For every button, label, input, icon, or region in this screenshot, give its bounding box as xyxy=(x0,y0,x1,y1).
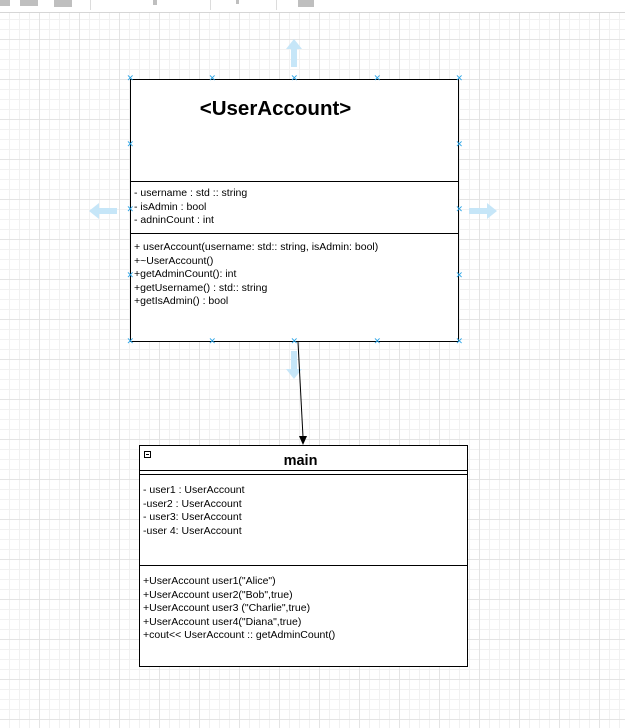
add-icon[interactable] xyxy=(236,0,239,4)
attribute: - user3: UserAccount xyxy=(143,511,242,523)
compartment-divider xyxy=(131,233,458,234)
resize-handle-right[interactable]: ✕ xyxy=(455,270,464,281)
connect-arrow-right-icon[interactable] xyxy=(468,202,498,220)
attribute: -user 4: UserAccount xyxy=(143,525,242,537)
format-icon[interactable] xyxy=(0,0,10,6)
resize-handle-bottom-center[interactable]: ✕ xyxy=(290,336,299,347)
resize-handle-top-center[interactable]: ✕ xyxy=(290,73,299,84)
compartment-divider xyxy=(140,470,467,471)
resize-handle-left[interactable]: ✕ xyxy=(126,270,135,281)
resize-handle-right-middle[interactable]: ✕ xyxy=(455,204,464,215)
resize-handle-left-middle[interactable]: ✕ xyxy=(126,204,135,215)
toolbar-separator xyxy=(90,0,91,10)
operation: +getIsAdmin() : bool xyxy=(134,295,229,307)
operation: +~UserAccount() xyxy=(134,255,214,267)
operation: + userAccount(username: std:: string, is… xyxy=(134,241,379,253)
resize-handle-bottom[interactable]: ✕ xyxy=(373,336,382,347)
resize-handle-bottom-left[interactable]: ✕ xyxy=(126,336,135,347)
attribute: - adninCount : int xyxy=(134,214,214,226)
resize-handle-bottom[interactable]: ✕ xyxy=(208,336,217,347)
resize-handle-top[interactable]: ✕ xyxy=(208,73,217,84)
operation: +cout<< UserAccount :: getAdminCount() xyxy=(143,629,336,641)
main-class[interactable]: main - user1 : UserAccount -user2 : User… xyxy=(139,445,468,667)
operation: +UserAccount user1("Alice") xyxy=(143,575,276,587)
toolbar-separator xyxy=(210,0,211,10)
line-icon[interactable] xyxy=(54,0,72,7)
waypoint-icon[interactable] xyxy=(153,0,157,5)
class-title: <UserAccount> xyxy=(199,97,352,120)
resize-handle-top-left[interactable]: ✕ xyxy=(126,73,135,84)
attribute: - user1 : UserAccount xyxy=(143,484,245,496)
operation: +UserAccount user4("Diana",true) xyxy=(143,616,302,628)
class-title: main xyxy=(283,453,318,469)
connect-arrow-left-icon[interactable] xyxy=(88,202,118,220)
operation: +getAdminCount(): int xyxy=(134,268,237,280)
operation: +getUsername() : std:: string xyxy=(134,282,268,294)
user-account-class[interactable]: <UserAccount> - username : std :: string… xyxy=(130,79,459,342)
operation: +UserAccount user2("Bob",true) xyxy=(143,589,293,601)
resize-handle-bottom-right[interactable]: ✕ xyxy=(455,336,464,347)
compartment-divider xyxy=(131,181,458,182)
fill-icon[interactable] xyxy=(20,0,38,6)
collapse-toggle-icon[interactable] xyxy=(144,451,151,458)
resize-handle-left[interactable]: ✕ xyxy=(126,139,135,150)
table-icon[interactable] xyxy=(298,0,314,7)
resize-handle-top[interactable]: ✕ xyxy=(373,73,382,84)
toolbar-separator xyxy=(276,0,277,10)
attribute: - username : std :: string xyxy=(134,187,248,199)
connect-arrow-down-icon[interactable] xyxy=(285,350,303,380)
attribute: - isAdmin : bool xyxy=(134,201,207,213)
resize-handle-right[interactable]: ✕ xyxy=(455,139,464,150)
compartment-divider xyxy=(140,565,467,566)
compartment-divider xyxy=(140,474,467,475)
connect-arrow-up-icon[interactable] xyxy=(285,38,303,68)
operation: +UserAccount user3 ("Charlie",true) xyxy=(143,602,311,614)
resize-handle-top-right[interactable]: ✕ xyxy=(455,73,464,84)
toolbar xyxy=(0,0,625,13)
attribute: -user2 : UserAccount xyxy=(143,498,242,510)
